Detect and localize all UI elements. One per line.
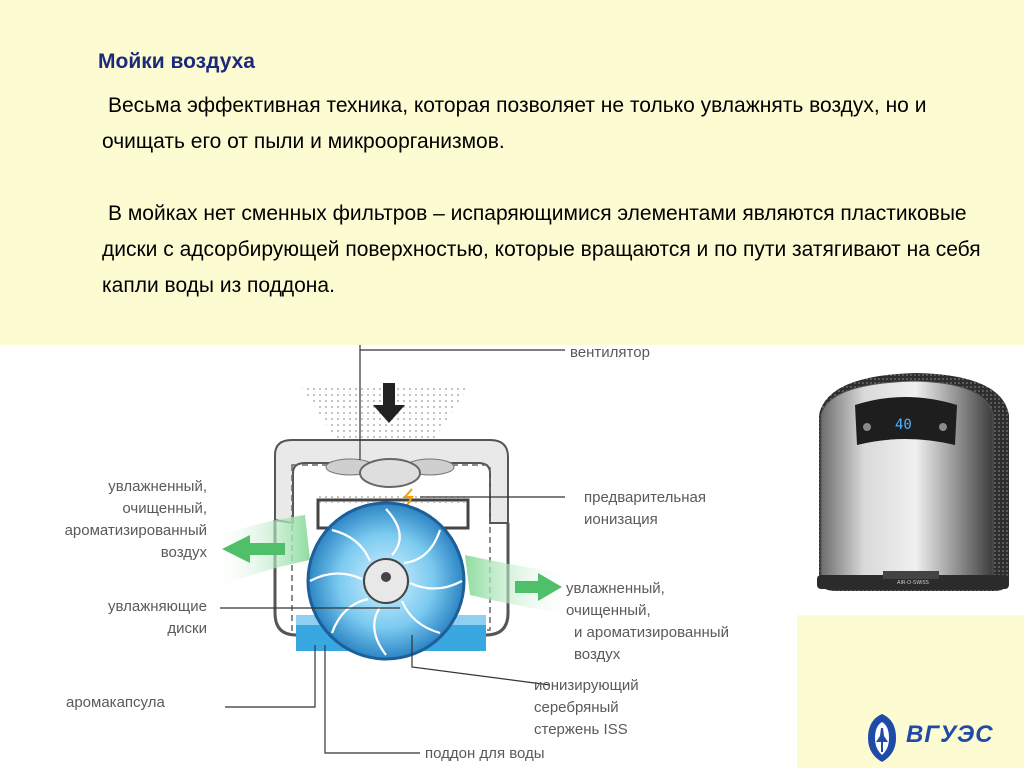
label-tray: поддон для воды xyxy=(425,745,545,762)
label-discs: увлажняющие диски xyxy=(108,598,207,637)
paragraph-1: Весьма эффективная техника, которая позв… xyxy=(102,94,927,153)
leader-lines xyxy=(220,345,565,754)
down-arrow-icon xyxy=(373,383,405,423)
paragraph-2: В мойках нет сменных фильтров – испаряющ… xyxy=(102,202,981,297)
product-display-panel xyxy=(855,397,957,445)
fan-hub xyxy=(359,458,421,488)
logo-emblem-icon xyxy=(868,714,896,762)
arrow-right-icon xyxy=(515,573,562,601)
disc-vanes xyxy=(309,508,463,656)
product-base xyxy=(817,575,1009,589)
label-out-left: увлажненный, очищенный, ароматизированны… xyxy=(64,478,207,561)
label-out-right: увлажненный, очищенный, и ароматизирован… xyxy=(566,580,729,663)
diagram-drawing xyxy=(210,345,575,754)
logo-text: ВГУЭС xyxy=(906,721,994,748)
label-fan: вентилятор xyxy=(570,344,650,361)
label-preionization: предварительная ионизация xyxy=(584,489,706,528)
label-iss: ионизирующий серебряный стержень ISS xyxy=(534,677,639,738)
air-washer-diagram: вентилятор увлажненный, очищенный, арома… xyxy=(0,344,797,768)
label-capsule: аромакапсула xyxy=(66,694,165,711)
preionization-spray xyxy=(318,493,468,503)
spark-icon xyxy=(402,488,414,508)
product-display: 40 xyxy=(895,417,912,433)
product-badge: AIR-O-SWISS xyxy=(897,580,929,586)
slide-title: Мойки воздуха xyxy=(98,50,255,73)
product-photo: 40 AIR-O-SWISS xyxy=(797,345,1024,615)
university-logo: ВГУЭС xyxy=(862,712,993,764)
arrow-left-icon xyxy=(222,535,285,563)
